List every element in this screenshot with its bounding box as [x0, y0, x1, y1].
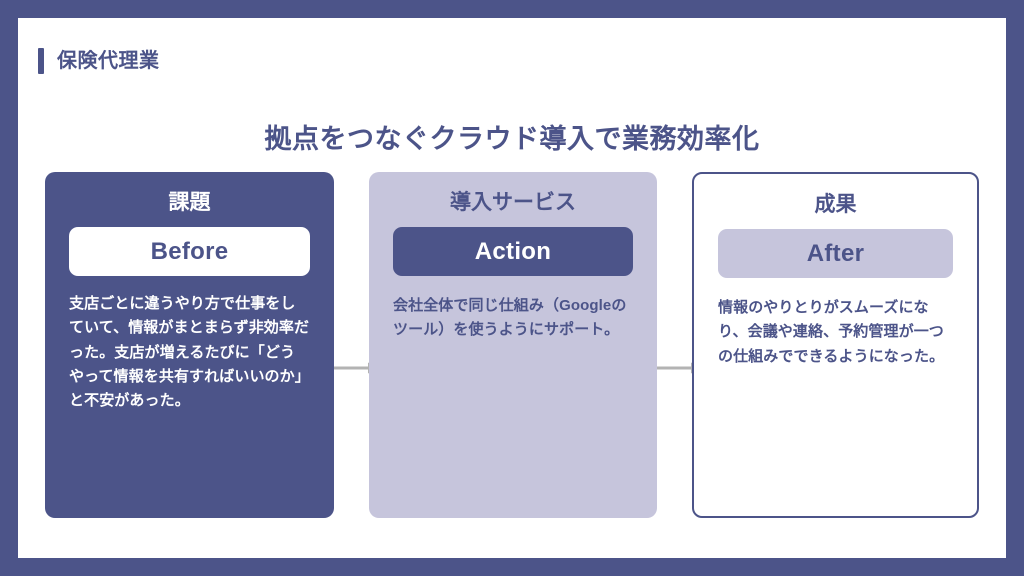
- card-problem: 課題 Before 支店ごとに違うやり方で仕事をしていて、情報がまとまらず非効率…: [45, 172, 334, 518]
- card-problem-title: 課題: [168, 191, 211, 214]
- card-result: 成果 After 情報のやりとりがスムーズになり、会議や連絡、予約管理が一つの仕…: [692, 172, 979, 518]
- card-service-body: 会社全体で同じ仕組み（Googleのツール）を使うようにサポート。: [393, 297, 627, 339]
- cards-row: 課題 Before 支店ごとに違うやり方で仕事をしていて、情報がまとまらず非効率…: [18, 172, 1006, 520]
- card-service: 導入サービス Action 会社全体で同じ仕組み（Googleのツール）を使うよ…: [369, 172, 657, 518]
- card-problem-body: 支店ごとに違うやり方で仕事をしていて、情報がまとまらず非効率だった。支店が増える…: [69, 295, 310, 410]
- page-title: 拠点をつなぐクラウド導入で業務効率化: [264, 124, 760, 154]
- eyebrow-label: 保険代理業: [57, 50, 160, 72]
- card-result-badge: After: [718, 229, 953, 279]
- card-result-body: 情報のやりとりがスムーズになり、会議や連絡、予約管理が一つの仕組みでできるように…: [718, 299, 945, 365]
- card-service-badge: Action: [393, 227, 633, 277]
- section-eyebrow: 保険代理業: [38, 48, 160, 74]
- card-service-title: 導入サービス: [450, 191, 576, 214]
- card-problem-badge: Before: [69, 227, 310, 277]
- card-result-title: 成果: [814, 193, 857, 216]
- slide-canvas: 保険代理業 拠点をつなぐクラウド導入で業務効率化 課題 Before 支店ごとに…: [18, 18, 1006, 558]
- eyebrow-accent-bar: [38, 48, 44, 74]
